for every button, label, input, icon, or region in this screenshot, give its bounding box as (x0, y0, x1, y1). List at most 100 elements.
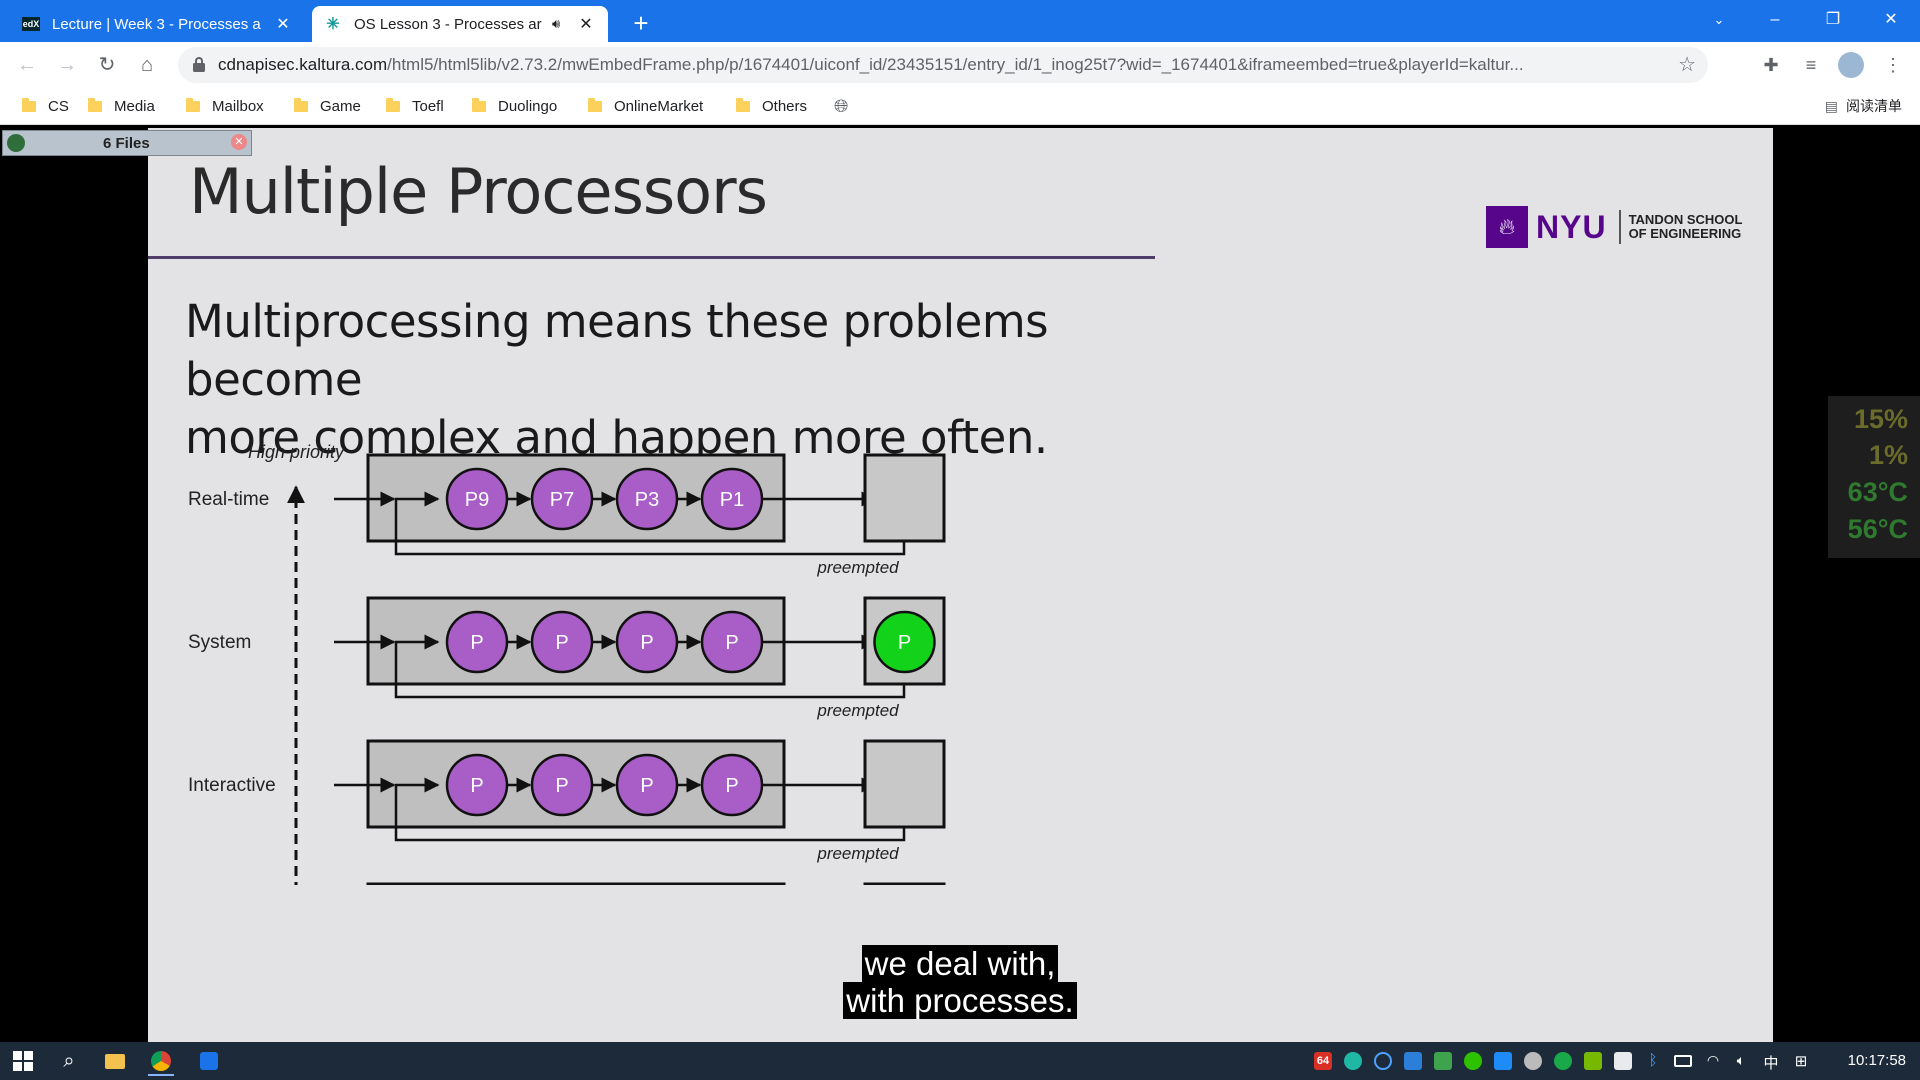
address-bar[interactable]: cdnapisec.kaltura.com/html5/html5lib/v2.… (178, 47, 1708, 83)
process-label: P (470, 775, 483, 797)
process-circle (445, 467, 509, 531)
notes-icon[interactable] (1554, 1052, 1572, 1070)
high-priority-label: High priority (248, 442, 345, 462)
reading-list-button[interactable]: ▤ 阅读清单 (1825, 88, 1902, 124)
search-icon[interactable]: ⌕ (63, 1049, 75, 1072)
extensions-icon[interactable]: ✚ (1763, 55, 1779, 75)
tab-title: Lecture | Week 3 - Processes a (52, 15, 261, 33)
reading-list-icon: ▤ (1824, 97, 1838, 114)
sync-icon[interactable] (1374, 1052, 1392, 1070)
ime-indicator[interactable]: 中 (1763, 1055, 1779, 1072)
bookmark-label: Duolingo (498, 97, 558, 115)
wifi-icon[interactable]: ◠ (1706, 1052, 1720, 1068)
url-path: /html5/html5lib/v2.73.2/mwEmbedFrame.php… (387, 55, 1524, 74)
audio-playing-icon[interactable]: 🔊︎ (552, 16, 561, 31)
process-circle (615, 610, 679, 674)
volume-icon[interactable]: 🔈︎ (1736, 1052, 1746, 1068)
close-tab-icon[interactable]: ✕ (579, 16, 593, 33)
process-circle (530, 467, 594, 531)
preempted-label: preempted (816, 701, 899, 720)
torch-icon: 🔥︎ (1486, 206, 1528, 248)
edx-icon: edX (22, 17, 40, 31)
screenshot-icon[interactable] (1404, 1052, 1422, 1070)
new-tab-button[interactable]: + (633, 8, 649, 38)
bookmark-game[interactable]: Game (294, 88, 361, 124)
app-icon (7, 134, 25, 152)
url-text: cdnapisec.kaltura.com/html5/html5lib/v2.… (218, 47, 1658, 83)
system-clock[interactable]: 10:17:58 (1847, 1052, 1906, 1069)
level-label: Real-time (188, 489, 269, 510)
keyboard-layout-icon[interactable]: ⊞ (1794, 1053, 1808, 1070)
video-player[interactable]: Multiple Processors 🔥︎ NYU TANDON SCHOOL… (0, 125, 1920, 1042)
close-window-button[interactable]: ✕ (1884, 11, 1898, 28)
bookmark-duolingo[interactable]: Duolingo (472, 88, 557, 124)
cpu-box (863, 453, 946, 543)
menu-icon[interactable]: ⋮ (1884, 55, 1902, 75)
app-taskbar-icon[interactable] (196, 1048, 222, 1074)
process-circle (530, 753, 594, 817)
close-icon[interactable]: ✕ (231, 134, 247, 150)
bookmark-media[interactable]: Media (88, 88, 155, 124)
tab-os-lesson[interactable]: ✳ OS Lesson 3 - Processes ar 🔊︎ ✕ (312, 6, 608, 42)
process-label: P (555, 775, 568, 797)
file-explorer-icon[interactable] (102, 1048, 128, 1074)
security-shield-icon[interactable] (1614, 1052, 1632, 1070)
browser-toolbar: ← → ↻ ⌂ cdnapisec.kaltura.com/html5/html… (0, 42, 1920, 88)
back-button[interactable]: ← (17, 54, 37, 76)
process-circle (700, 610, 764, 674)
files-widget[interactable]: 6 Files ✕ (2, 130, 252, 156)
bookmark-toefl[interactable]: Toefl (386, 88, 444, 124)
cloud-icon[interactable] (1494, 1052, 1512, 1070)
bookmark-cs[interactable]: CS (22, 88, 69, 124)
profile-avatar[interactable] (1836, 50, 1866, 80)
level-label: Interactive (188, 775, 276, 796)
cpu-temp: 63°C (1847, 477, 1908, 507)
network-tool-icon[interactable] (1434, 1052, 1452, 1070)
nvidia-icon[interactable] (1584, 1052, 1602, 1070)
folder-icon (88, 97, 102, 112)
reload-button[interactable]: ↻ (98, 54, 116, 76)
wechat-icon[interactable] (1464, 1052, 1482, 1070)
process-label: P (555, 632, 568, 654)
bookmark-label: Game (320, 97, 361, 115)
preempt-loop-arrow (394, 491, 906, 556)
ready-queue-box (366, 882, 786, 885)
minimize-button[interactable]: – (1770, 11, 1780, 28)
paint-icon[interactable] (1524, 1052, 1542, 1070)
folder-icon (386, 97, 400, 112)
chrome-icon[interactable] (148, 1048, 174, 1076)
media-controls-icon[interactable]: ≡ (1805, 55, 1817, 75)
logo-nyu-text: NYU (1536, 208, 1607, 245)
bookmark-label: Mailbox (212, 97, 264, 115)
folder-icon (22, 97, 36, 112)
windows-start-icon[interactable] (10, 1048, 36, 1074)
process-circle (700, 467, 764, 531)
bookmark-star-icon[interactable]: ☆ (1678, 54, 1696, 76)
tab-search-icon[interactable]: ⌄ (1713, 12, 1725, 27)
restore-button[interactable]: ❐ (1825, 11, 1841, 28)
subtitle-text: with processes. (843, 982, 1077, 1019)
chat-app-icon[interactable] (1344, 1052, 1362, 1070)
title-divider (148, 256, 1155, 259)
process-label: P (640, 775, 653, 797)
home-button[interactable]: ⌂ (140, 54, 154, 76)
antivirus-badge[interactable]: 64 (1314, 1052, 1332, 1070)
bookmark-mailbox[interactable]: Mailbox (186, 88, 264, 124)
forward-button[interactable]: → (57, 54, 77, 76)
reading-list-label: 阅读清单 (1846, 98, 1902, 114)
lock-icon (193, 57, 205, 72)
bookmark-onlinemarket[interactable]: OnlineMarket (588, 88, 703, 124)
battery-icon[interactable] (1674, 1055, 1692, 1067)
bluetooth-icon[interactable]: ᛒ (1648, 1052, 1658, 1069)
process-circle (445, 610, 509, 674)
close-tab-icon[interactable]: ✕ (276, 16, 290, 33)
bookmark-others[interactable]: Others (736, 88, 807, 124)
tab-lecture[interactable]: edX Lecture | Week 3 - Processes a ✕ (10, 6, 305, 42)
cpu-usage: 15% (1853, 404, 1908, 434)
folder-icon (186, 97, 200, 112)
process-label: P (470, 632, 483, 654)
nyu-tandon-logo: 🔥︎ NYU TANDON SCHOOL OF ENGINEERING (1486, 206, 1742, 248)
slide-title: Multiple Processors (189, 155, 768, 228)
globe-icon[interactable]: 🌐︎ (834, 95, 849, 116)
process-label: P9 (465, 489, 489, 511)
